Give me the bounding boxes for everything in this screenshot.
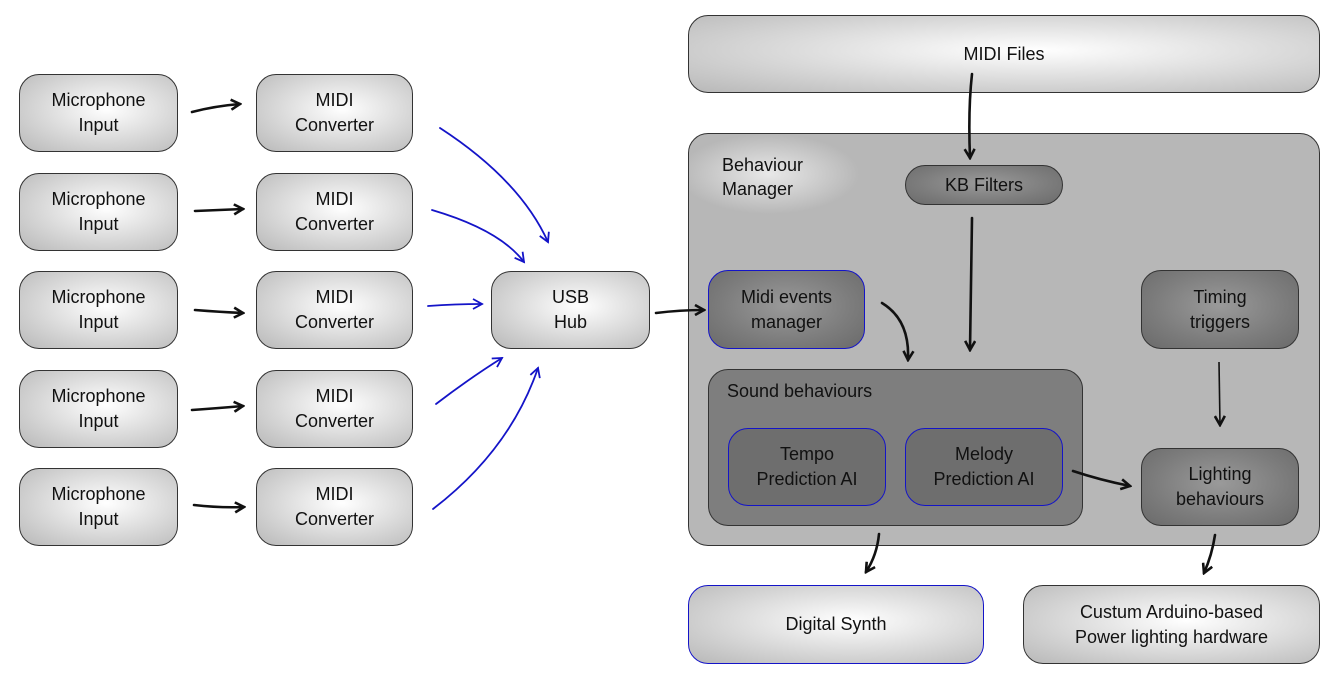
timing-triggers: Timing triggers — [1141, 270, 1299, 349]
midi-files: MIDI Files — [688, 15, 1320, 93]
digital-synth: Digital Synth — [688, 585, 984, 664]
lighting-hardware: Custum Arduino-based Power lighting hard… — [1023, 585, 1320, 664]
sound-behaviours-title: Sound behaviours — [727, 381, 873, 401]
arrow-mic3-conv3 — [193, 310, 243, 313]
midi-events-manager: Midi events manager — [708, 270, 865, 349]
arrow-mic2-conv2 — [193, 209, 243, 211]
arrow-conv5-hub — [432, 366, 541, 510]
arrow-mic4-conv4 — [190, 406, 243, 410]
arrow-mic5-conv5 — [192, 505, 244, 507]
midi-converter-4: MIDI Converter — [256, 370, 413, 448]
arrow-conv4-hub — [435, 357, 504, 405]
behaviour-manager-title: Behaviour Manager — [722, 155, 804, 199]
midi-converter-2: MIDI Converter — [256, 173, 413, 251]
arrow-conv3-hub — [427, 298, 484, 310]
usb-hub: USB Hub — [491, 271, 650, 349]
arrow-conv1-hub — [439, 127, 550, 244]
midi-converter-3: MIDI Converter — [256, 271, 413, 349]
midi-converter-1: MIDI Converter — [256, 74, 413, 152]
lighting-behaviours: Lighting behaviours — [1141, 448, 1299, 526]
kb-filters: KB Filters — [905, 165, 1063, 205]
microphone-input-3: Microphone Input — [19, 271, 178, 349]
microphone-input-2: Microphone Input — [19, 173, 178, 251]
tempo-prediction-ai: Tempo Prediction AI — [728, 428, 886, 506]
microphone-input-5: Microphone Input — [19, 468, 178, 546]
arrow-conv2-hub — [431, 209, 526, 264]
arrow-mic1-conv1 — [190, 104, 240, 114]
microphone-input-1: Microphone Input — [19, 74, 178, 152]
melody-prediction-ai: Melody Prediction AI — [905, 428, 1063, 506]
midi-converter-5: MIDI Converter — [256, 468, 413, 546]
microphone-input-4: Microphone Input — [19, 370, 178, 448]
